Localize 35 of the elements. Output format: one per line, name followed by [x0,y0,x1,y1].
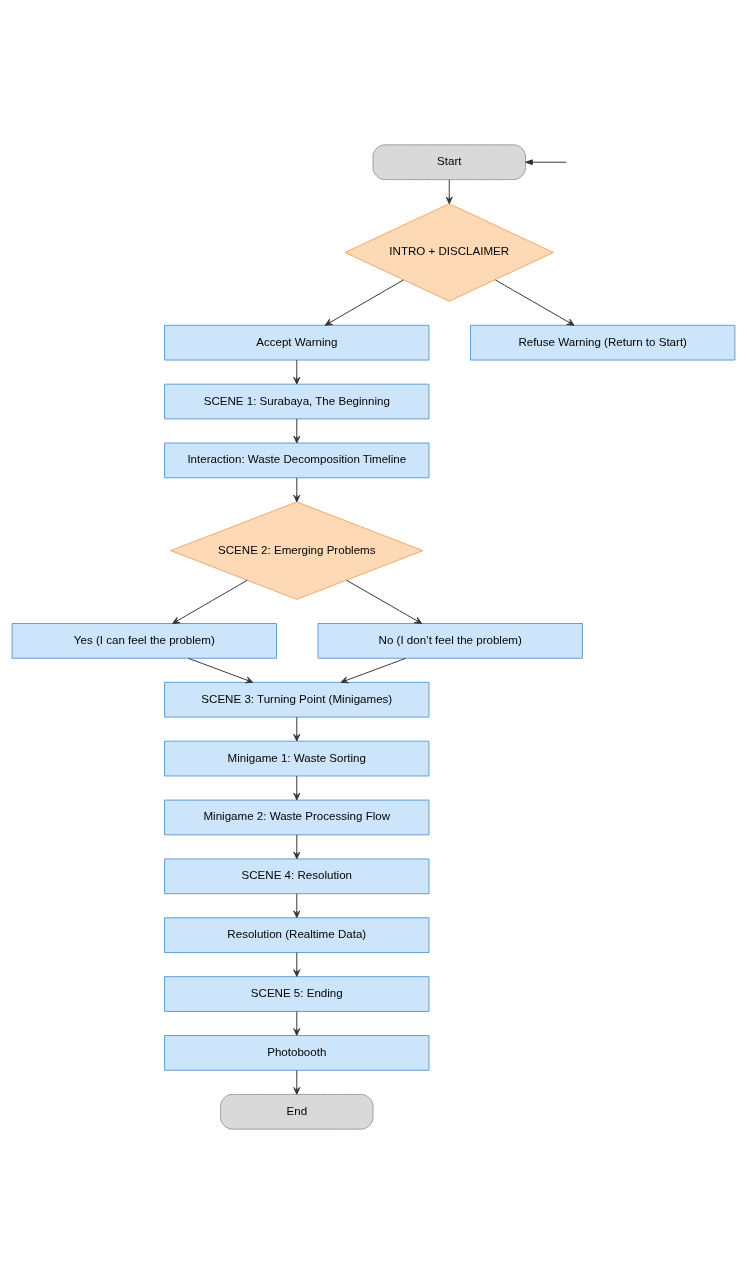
node-diamond: SCENE 2: Emerging Problems [170,501,424,600]
arrow [525,159,567,166]
arrow [293,477,301,503]
arrow [445,179,453,205]
arrow [293,834,301,860]
arrow [293,1011,301,1036]
node-box: Start [372,144,526,181]
arrow [293,1069,301,1095]
node-box: Resolution (Realtime Data) [164,917,430,954]
node-box: Minigame 2: Waste Processing Flow [164,799,430,836]
node-box: SCENE 3: Turning Point (Minigames) [164,681,430,718]
node-box: Accept Warning [164,324,430,361]
arrow [346,579,423,624]
node-box: Yes (I can feel the problem) [11,623,277,659]
arrow [340,657,407,684]
node-box: SCENE 1: Surabaya, The Beginning [164,383,430,420]
arrow [324,279,404,326]
arrow [293,716,301,742]
node-box: Interaction: Waste Decomposition Timeline [164,442,430,479]
arrow [172,579,248,624]
node-box: Photobooth [164,1035,430,1071]
arrow [293,952,301,977]
arrow [293,359,301,385]
arrow [494,279,575,326]
node-box: Minigame 1: Waste Sorting [164,740,430,777]
arrow [293,775,301,801]
arrow [187,657,254,684]
node-diamond: INTRO + DISCLAIMER [344,203,554,302]
node-box: SCENE 5: Ending [164,976,430,1012]
node-box: End [220,1093,374,1130]
arrow [293,893,301,919]
node-box: SCENE 4: Resolution [164,858,430,895]
arrow [293,418,301,444]
node-box: No (I don’t feel the problem) [317,623,583,659]
node-box: Refuse Warning (Return to Start) [470,324,736,361]
